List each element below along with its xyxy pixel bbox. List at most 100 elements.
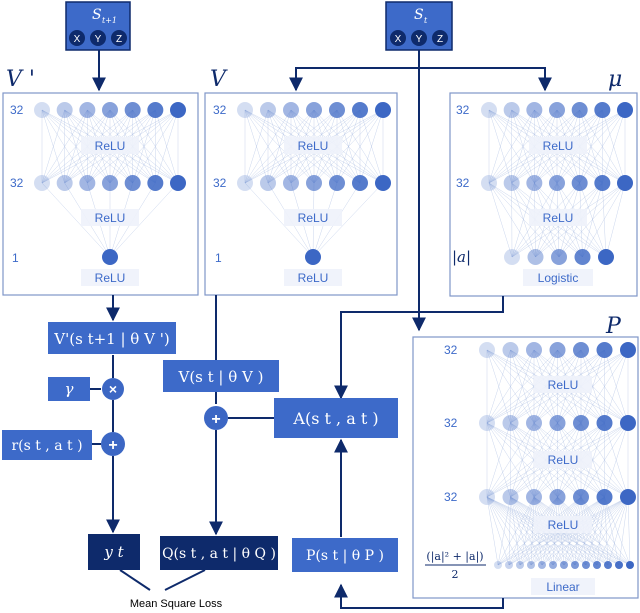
network-mu-title: μ xyxy=(608,67,622,92)
neuron xyxy=(620,489,636,505)
neuron xyxy=(479,415,495,431)
layer-size-label: 32 xyxy=(213,176,227,190)
add-reward-symbol: + xyxy=(108,437,117,454)
input-state: S t X Y Z xyxy=(385,1,453,51)
neuron xyxy=(352,175,368,191)
layer-size-label: 32 xyxy=(444,343,458,357)
network-panel xyxy=(204,92,398,296)
input-next-state-label: S xyxy=(92,7,102,23)
neuron xyxy=(124,102,141,118)
layer-size-label: |a| xyxy=(452,248,471,266)
neuron xyxy=(560,561,568,569)
gamma-box: γ xyxy=(48,377,90,401)
gamma-label: γ xyxy=(65,380,74,398)
neuron xyxy=(551,249,567,265)
neuron xyxy=(549,415,566,431)
neuron xyxy=(571,102,588,118)
neuron xyxy=(502,415,519,431)
target-box: y t xyxy=(88,534,140,570)
neuron xyxy=(620,415,636,431)
neuron xyxy=(503,102,520,118)
input-state-label: S xyxy=(414,7,424,23)
neuron xyxy=(593,561,601,569)
advantage-formula: A(s t , a t ) xyxy=(292,409,378,428)
layer-size-label: 32 xyxy=(10,176,24,190)
coord-z-label: Z xyxy=(116,34,122,45)
network-panel xyxy=(449,92,638,297)
neuron xyxy=(260,102,276,118)
neuron xyxy=(549,561,557,569)
neuron xyxy=(505,561,513,569)
neuron xyxy=(594,175,611,191)
q-value-formula: Q(s t , a t | θ Q ) xyxy=(162,546,276,562)
neuron xyxy=(237,175,253,191)
activation-label: ReLU xyxy=(95,211,126,225)
neuron xyxy=(549,175,565,191)
neuron xyxy=(526,415,542,431)
neuron xyxy=(617,175,633,191)
input-next-state: S t+1 X Y Z xyxy=(65,1,131,51)
activation-label: ReLU xyxy=(95,139,126,153)
neuron xyxy=(549,102,565,118)
p-output-denominator: 2 xyxy=(452,568,459,581)
neuron xyxy=(604,561,612,569)
layer-size-label: 32 xyxy=(213,103,227,117)
activation-label: ReLU xyxy=(548,378,579,392)
neuron xyxy=(147,175,164,191)
input-state-sub: t xyxy=(424,16,428,25)
activation-label: ReLU xyxy=(95,271,126,285)
neuron xyxy=(516,561,524,569)
add-advantage-symbol: + xyxy=(211,411,220,428)
neuron xyxy=(503,175,520,191)
network-p-title: P xyxy=(605,314,622,339)
neuron xyxy=(102,102,118,118)
target-label: y t xyxy=(103,543,124,561)
neuron xyxy=(329,175,345,191)
activation-label: ReLU xyxy=(298,271,329,285)
neuron xyxy=(502,489,519,505)
connections xyxy=(90,50,552,609)
neuron xyxy=(615,561,623,569)
activation-label: ReLU xyxy=(543,139,574,153)
network-v-title: V xyxy=(210,67,228,92)
neuron xyxy=(79,102,96,118)
coord-x-label: X xyxy=(395,34,402,45)
layer-size-label: 1 xyxy=(215,251,222,265)
layer-size-label: 32 xyxy=(456,103,470,117)
neuron xyxy=(481,175,497,191)
loss-label: Mean Square Loss xyxy=(130,598,223,610)
p-matrix-box: P(s t | θ P ) xyxy=(292,538,398,572)
neuron xyxy=(594,102,611,118)
multiply-operator: × xyxy=(102,378,124,400)
v-prime-box: V'(s t+1 | θ V ') xyxy=(48,322,176,354)
coord-y-label: Y xyxy=(95,34,102,45)
neuron xyxy=(481,102,497,118)
v-prime-formula: V'(s t+1 | θ V ') xyxy=(53,330,169,348)
input-next-state-sub: t+1 xyxy=(102,16,117,25)
neuron xyxy=(102,249,118,265)
activation-label: Linear xyxy=(546,580,579,594)
neuron xyxy=(526,175,543,191)
coord-z-label: Z xyxy=(437,34,443,45)
neuron xyxy=(283,102,299,118)
neuron xyxy=(571,561,579,569)
activation-label: ReLU xyxy=(548,453,579,467)
neuron xyxy=(526,102,543,118)
neuron xyxy=(494,561,502,569)
neuron xyxy=(573,342,589,358)
neuron xyxy=(170,175,186,191)
neuron xyxy=(526,342,542,358)
p-matrix-formula: P(s t | θ P ) xyxy=(306,548,384,564)
neuron xyxy=(34,102,50,118)
neuron xyxy=(504,249,520,265)
neuron xyxy=(260,175,276,191)
neuron xyxy=(527,561,535,569)
neuron xyxy=(502,342,519,358)
neuron xyxy=(596,342,613,358)
neuron xyxy=(620,342,636,358)
neuron xyxy=(598,249,614,265)
activation-label: ReLU xyxy=(543,211,574,225)
neuron xyxy=(574,249,591,265)
